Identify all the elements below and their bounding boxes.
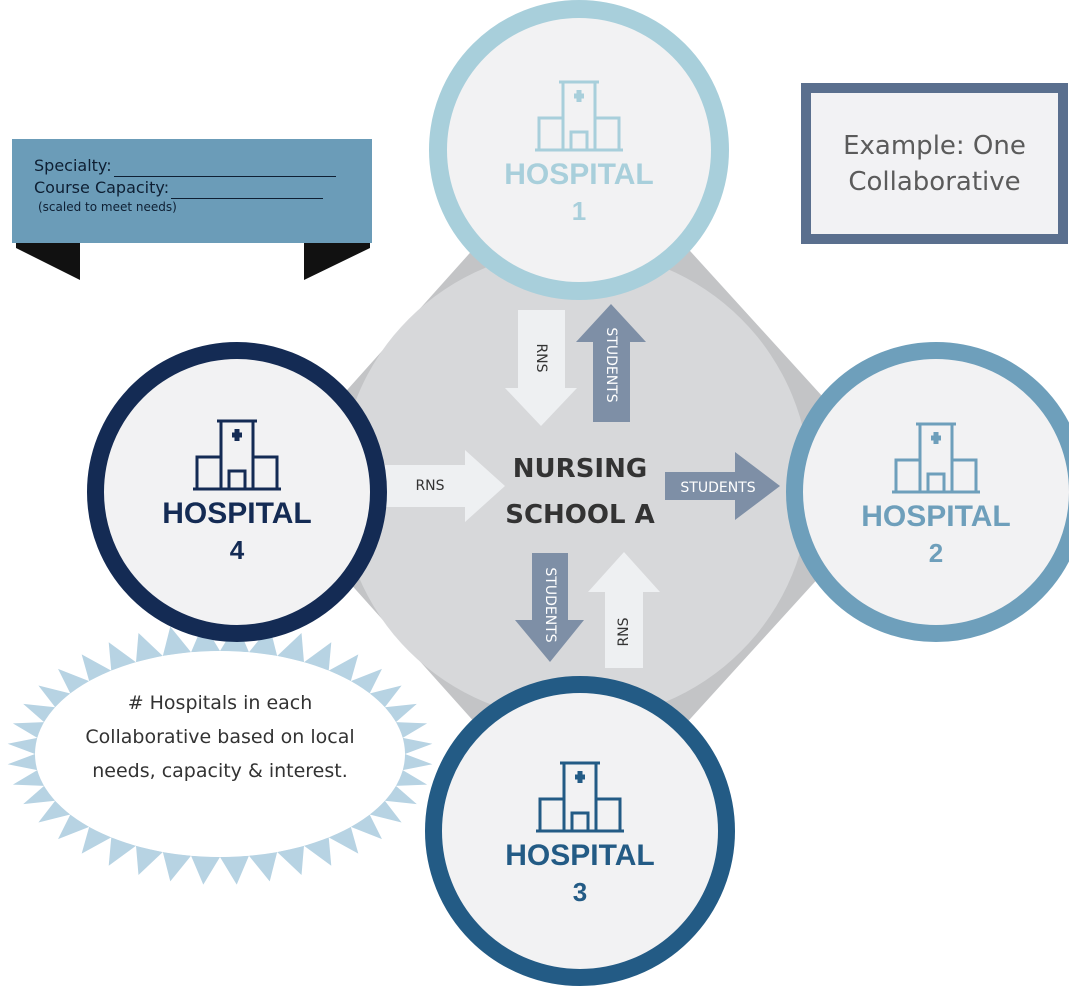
hospital-2-name: HOSPITAL <box>861 500 1011 533</box>
hospital-building-icon <box>193 419 281 491</box>
specialty-label: Specialty: <box>34 156 112 175</box>
starburst-spike <box>136 845 163 876</box>
nursing-school-line2: SCHOOL A <box>505 500 655 530</box>
starburst-spike <box>12 722 45 738</box>
nursing-school-line1: NURSING <box>512 454 648 484</box>
starburst-spike <box>81 826 112 854</box>
starburst-spike <box>369 800 402 823</box>
example-title-line2: Collaborative <box>848 166 1021 197</box>
starburst-spike <box>81 654 112 682</box>
starburst-spike <box>303 837 332 866</box>
label-h4-rns: RNS <box>415 478 445 494</box>
hospital-building-icon <box>536 761 624 833</box>
arrow-h4-rns <box>385 450 505 522</box>
label-h1-rns: RNS <box>533 343 549 373</box>
starburst-spike <box>7 737 38 754</box>
capacity-blank[interactable] <box>171 182 324 199</box>
specialty-blank[interactable] <box>113 160 336 177</box>
specialty-ribbon: Specialty: Course Capacity: (scaled to m… <box>12 139 372 243</box>
specialty-line: Specialty: <box>34 155 372 177</box>
hospital-1-name: HOSPITAL <box>504 158 654 191</box>
starburst-spike <box>191 855 220 885</box>
hospital-3-circle: HOSPITAL 3 <box>425 676 735 986</box>
starburst-spike <box>136 632 163 663</box>
hospital-1-number: 1 <box>571 196 587 226</box>
starburst-spike <box>402 737 433 754</box>
starburst-spike <box>395 770 428 786</box>
hospital-3-number: 3 <box>572 877 588 907</box>
starburst-spike <box>220 855 249 885</box>
label-h2-students: STUDENTS <box>680 480 756 496</box>
starburst-spike <box>303 642 332 671</box>
starburst-spike <box>277 632 304 663</box>
diagram-background <box>7 130 903 885</box>
starburst-spike <box>328 826 359 854</box>
hospital-4-name: HOSPITAL <box>162 497 312 530</box>
center-circle <box>340 250 810 720</box>
label-h1-students: STUDENTS <box>603 327 619 403</box>
arrow-h3-rns <box>588 552 660 668</box>
starburst-spike <box>58 668 90 694</box>
starburst-spike <box>328 654 359 682</box>
arrow-h3-students <box>515 553 584 662</box>
arrow-h2-students <box>665 452 780 520</box>
starburst-spike <box>350 814 382 840</box>
hospital-building-icon <box>892 422 980 494</box>
starburst-spike <box>7 754 38 771</box>
arrow-h1-students <box>576 304 646 422</box>
note-ellipse <box>35 651 405 857</box>
label-h3-students: STUDENTS <box>542 567 558 643</box>
starburst-spike <box>108 642 137 671</box>
hospital-1-circle: HOSPITAL 1 <box>429 0 729 300</box>
starburst-spike <box>350 668 382 694</box>
arrow-h1-rns <box>505 310 577 426</box>
example-title-line1: Example: One <box>843 130 1026 161</box>
hospital-4-number: 4 <box>229 535 245 565</box>
hospital-4-circle: HOSPITAL 4 <box>87 342 387 642</box>
starburst-spike <box>369 685 402 708</box>
starburst-spike <box>162 851 192 882</box>
capacity-label: Course Capacity: <box>34 178 170 197</box>
nursing-school-label: NURSING SCHOOL A <box>470 446 690 538</box>
starburst-spike <box>108 837 137 866</box>
capacity-note: (scaled to meet needs) <box>38 200 177 214</box>
label-h3-rns: RNS <box>616 617 632 647</box>
hospital-2-circle: HOSPITAL 2 <box>786 342 1069 642</box>
starburst-spike <box>58 814 90 840</box>
capacity-line: Course Capacity: <box>34 177 372 199</box>
example-title-box: Example: One Collaborative <box>801 83 1068 244</box>
starburst-spike <box>248 851 278 882</box>
hospital-3-name: HOSPITAL <box>505 839 655 872</box>
starburst-spike <box>162 626 192 657</box>
ribbon-right-tail <box>304 240 370 280</box>
ribbon-left-tail <box>16 240 80 280</box>
starburst-spike <box>38 685 71 708</box>
starburst-spike <box>12 770 45 786</box>
starburst-spike <box>277 845 304 876</box>
starburst-spike <box>38 800 71 823</box>
hospitals-note: # Hospitals in each Collaborative based … <box>85 692 355 782</box>
starburst-spike <box>402 754 433 771</box>
hospital-building-icon <box>535 80 623 152</box>
hospital-2-number: 2 <box>928 538 944 568</box>
starburst-spike <box>395 722 428 738</box>
